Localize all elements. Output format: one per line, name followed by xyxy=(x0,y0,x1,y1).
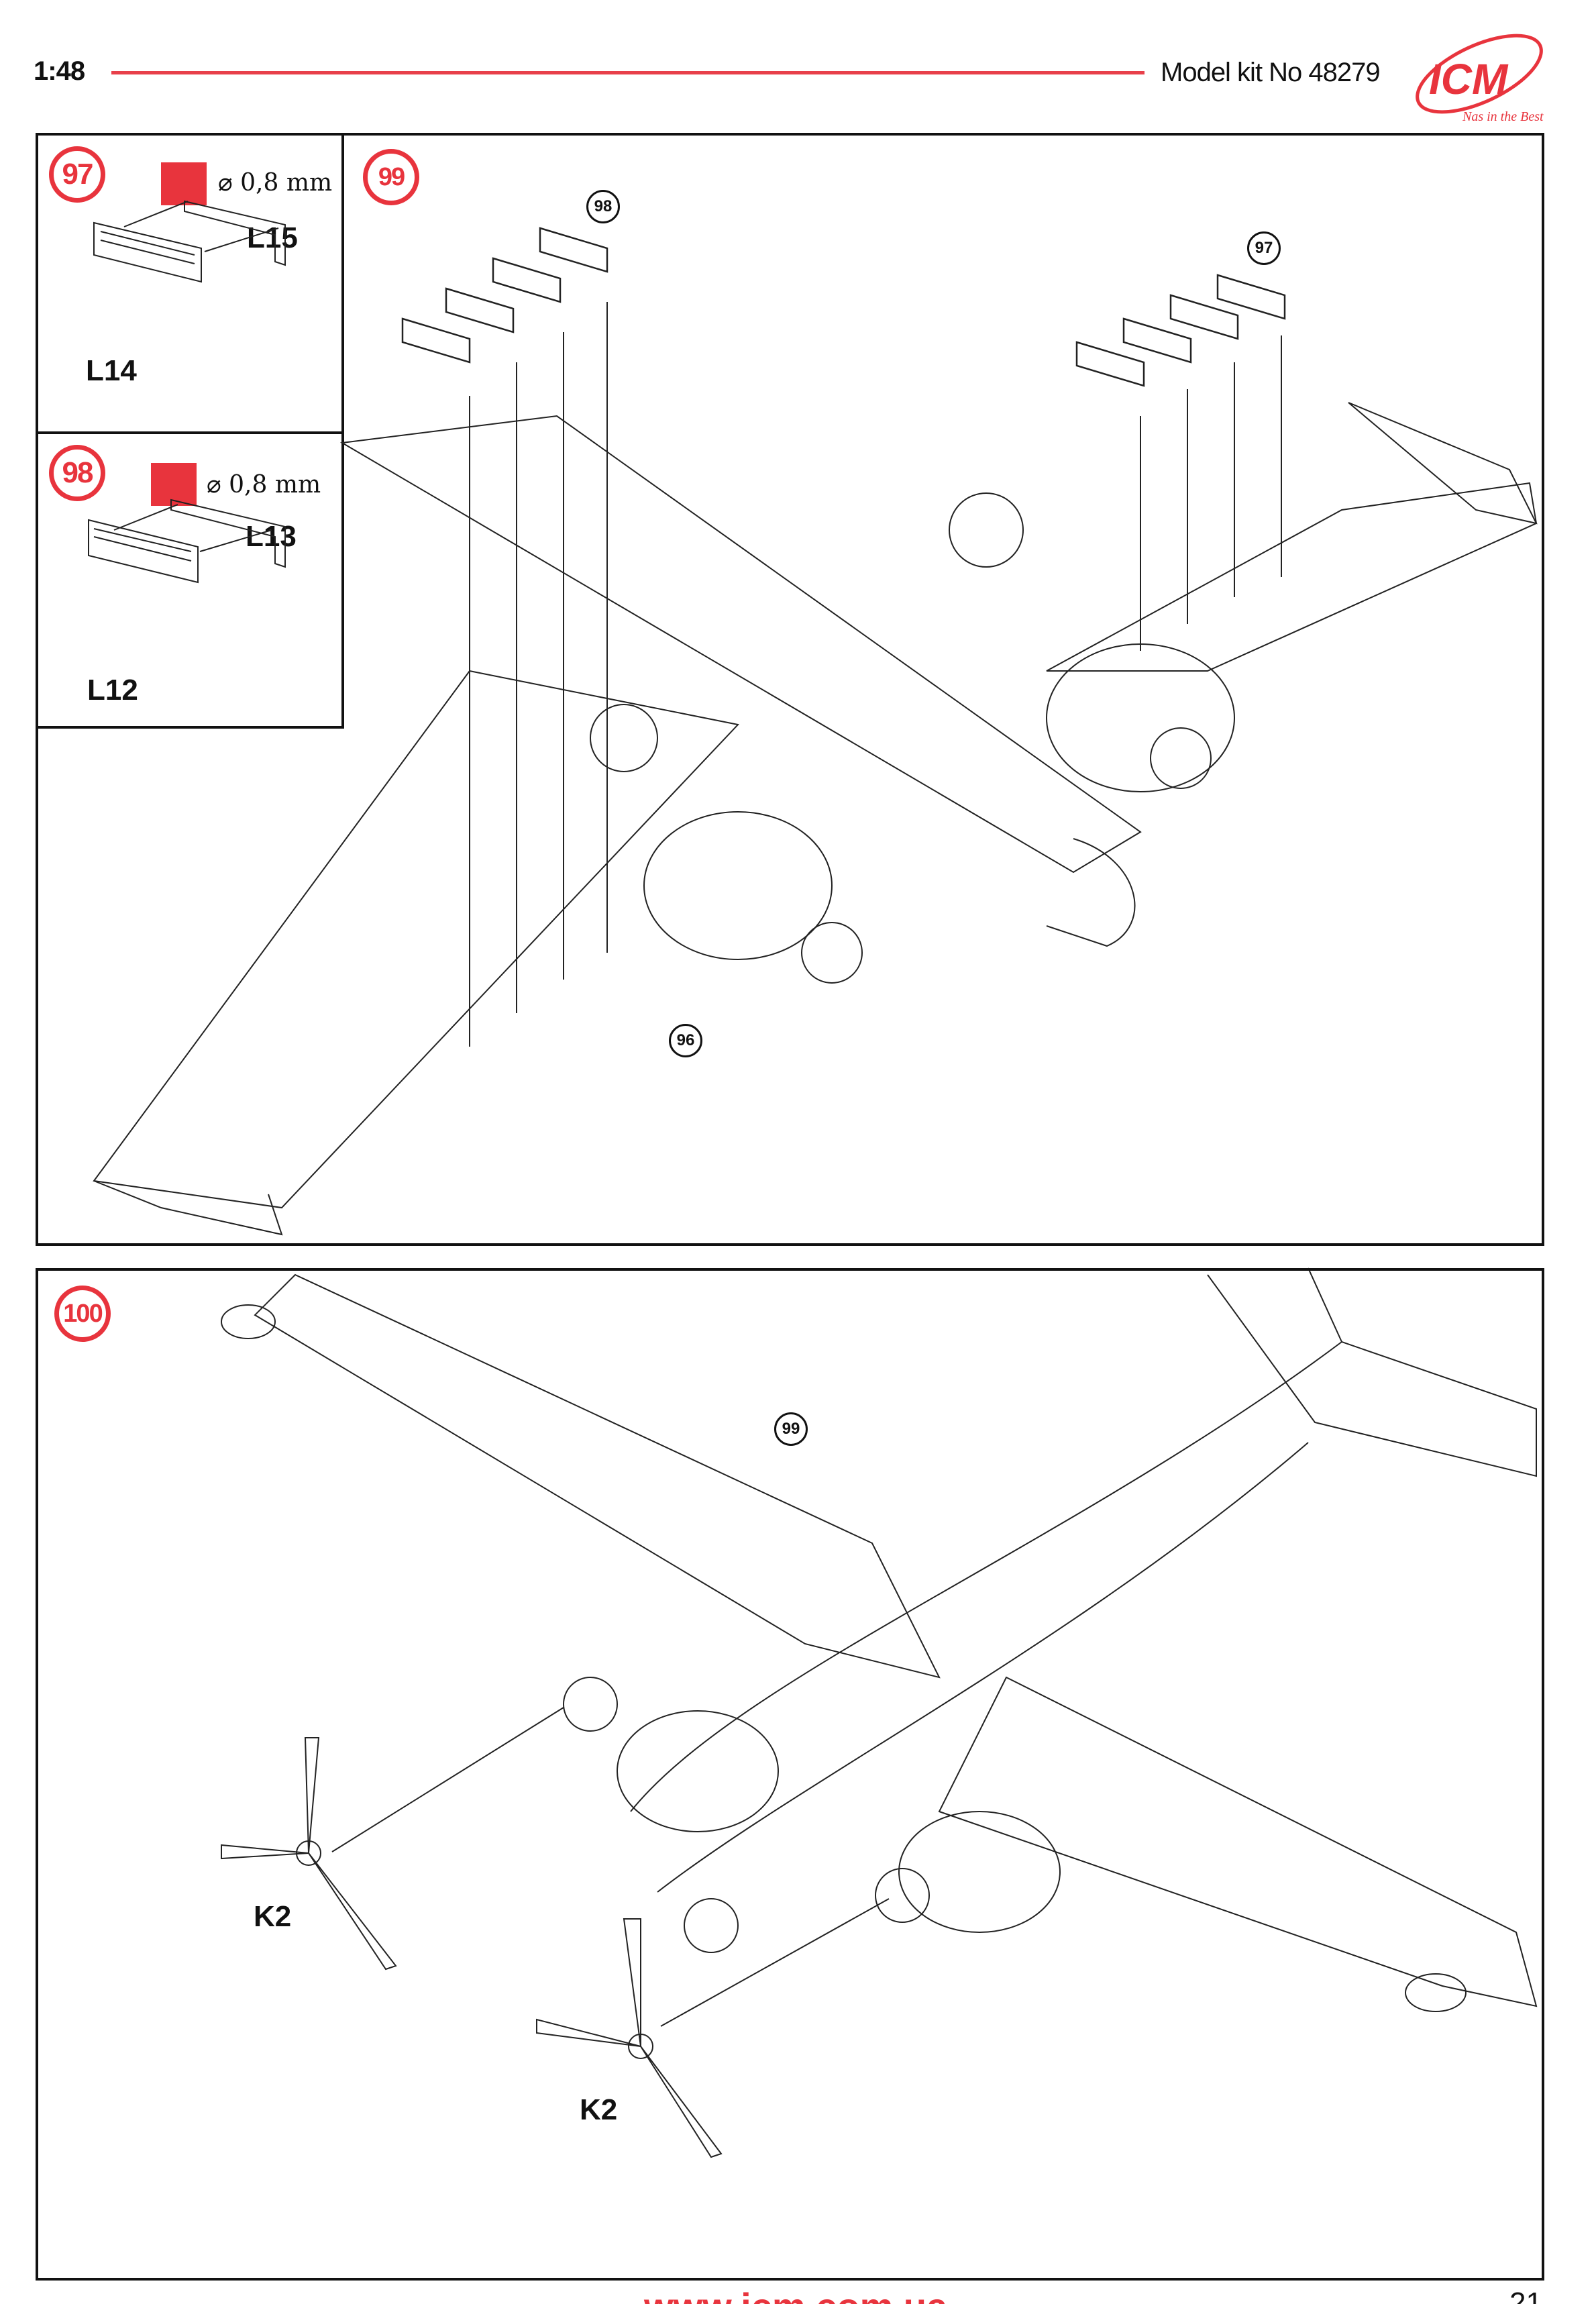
step-100-badge: 100 xyxy=(54,1286,111,1342)
drill-size: ⌀ 0,8 mm xyxy=(207,471,321,499)
drill-icon xyxy=(151,463,197,506)
part-label: L15 xyxy=(247,221,298,254)
svg-text:ICM: ICM xyxy=(1429,55,1509,103)
part-label: L13 xyxy=(246,520,297,553)
svg-text:Nas in the Best: Nas in the Best xyxy=(1462,109,1544,124)
drill-icon xyxy=(161,162,207,205)
callout-step-96: 96 xyxy=(669,1024,702,1057)
footer-url[interactable]: www.icm.com.ua xyxy=(644,2285,947,2304)
aircraft-step-99-drawing xyxy=(93,402,1538,1236)
part-label: L12 xyxy=(87,674,138,706)
part-label: L14 xyxy=(86,354,137,387)
part-label-k2: K2 xyxy=(254,1900,292,1933)
drill-size: ⌀ 0,8 mm xyxy=(218,169,333,197)
icm-logo: ICM Nas in the Best xyxy=(1402,27,1553,127)
step-98-badge: 98 xyxy=(49,445,105,501)
header-rule xyxy=(111,71,1145,74)
step-97-badge: 97 xyxy=(49,146,105,203)
callout-step-99: 99 xyxy=(774,1412,808,1446)
part-l12-l13-drawing xyxy=(88,499,286,584)
vent-parts xyxy=(401,227,1286,387)
panel-step-100 xyxy=(36,1268,1544,2281)
aircraft-step-100-drawing xyxy=(221,1267,1538,2027)
part-label-k2: K2 xyxy=(580,2093,618,2126)
placement-guide-lines xyxy=(469,302,1282,1047)
callout-step-97: 97 xyxy=(1247,231,1281,265)
propeller-k2-drawing xyxy=(221,1737,723,2158)
part-l14-l15-drawing xyxy=(93,200,286,283)
kit-number: Model kit No 48279 xyxy=(1161,58,1381,87)
logo-swoosh-icon: ICM Nas in the Best xyxy=(1416,34,1544,124)
callout-step-98: 98 xyxy=(586,190,620,223)
scale-label: 1:48 xyxy=(34,56,85,86)
step-99-badge: 99 xyxy=(363,149,419,205)
panel-step-98 xyxy=(36,431,344,729)
page-number: 21 xyxy=(1509,2287,1542,2304)
